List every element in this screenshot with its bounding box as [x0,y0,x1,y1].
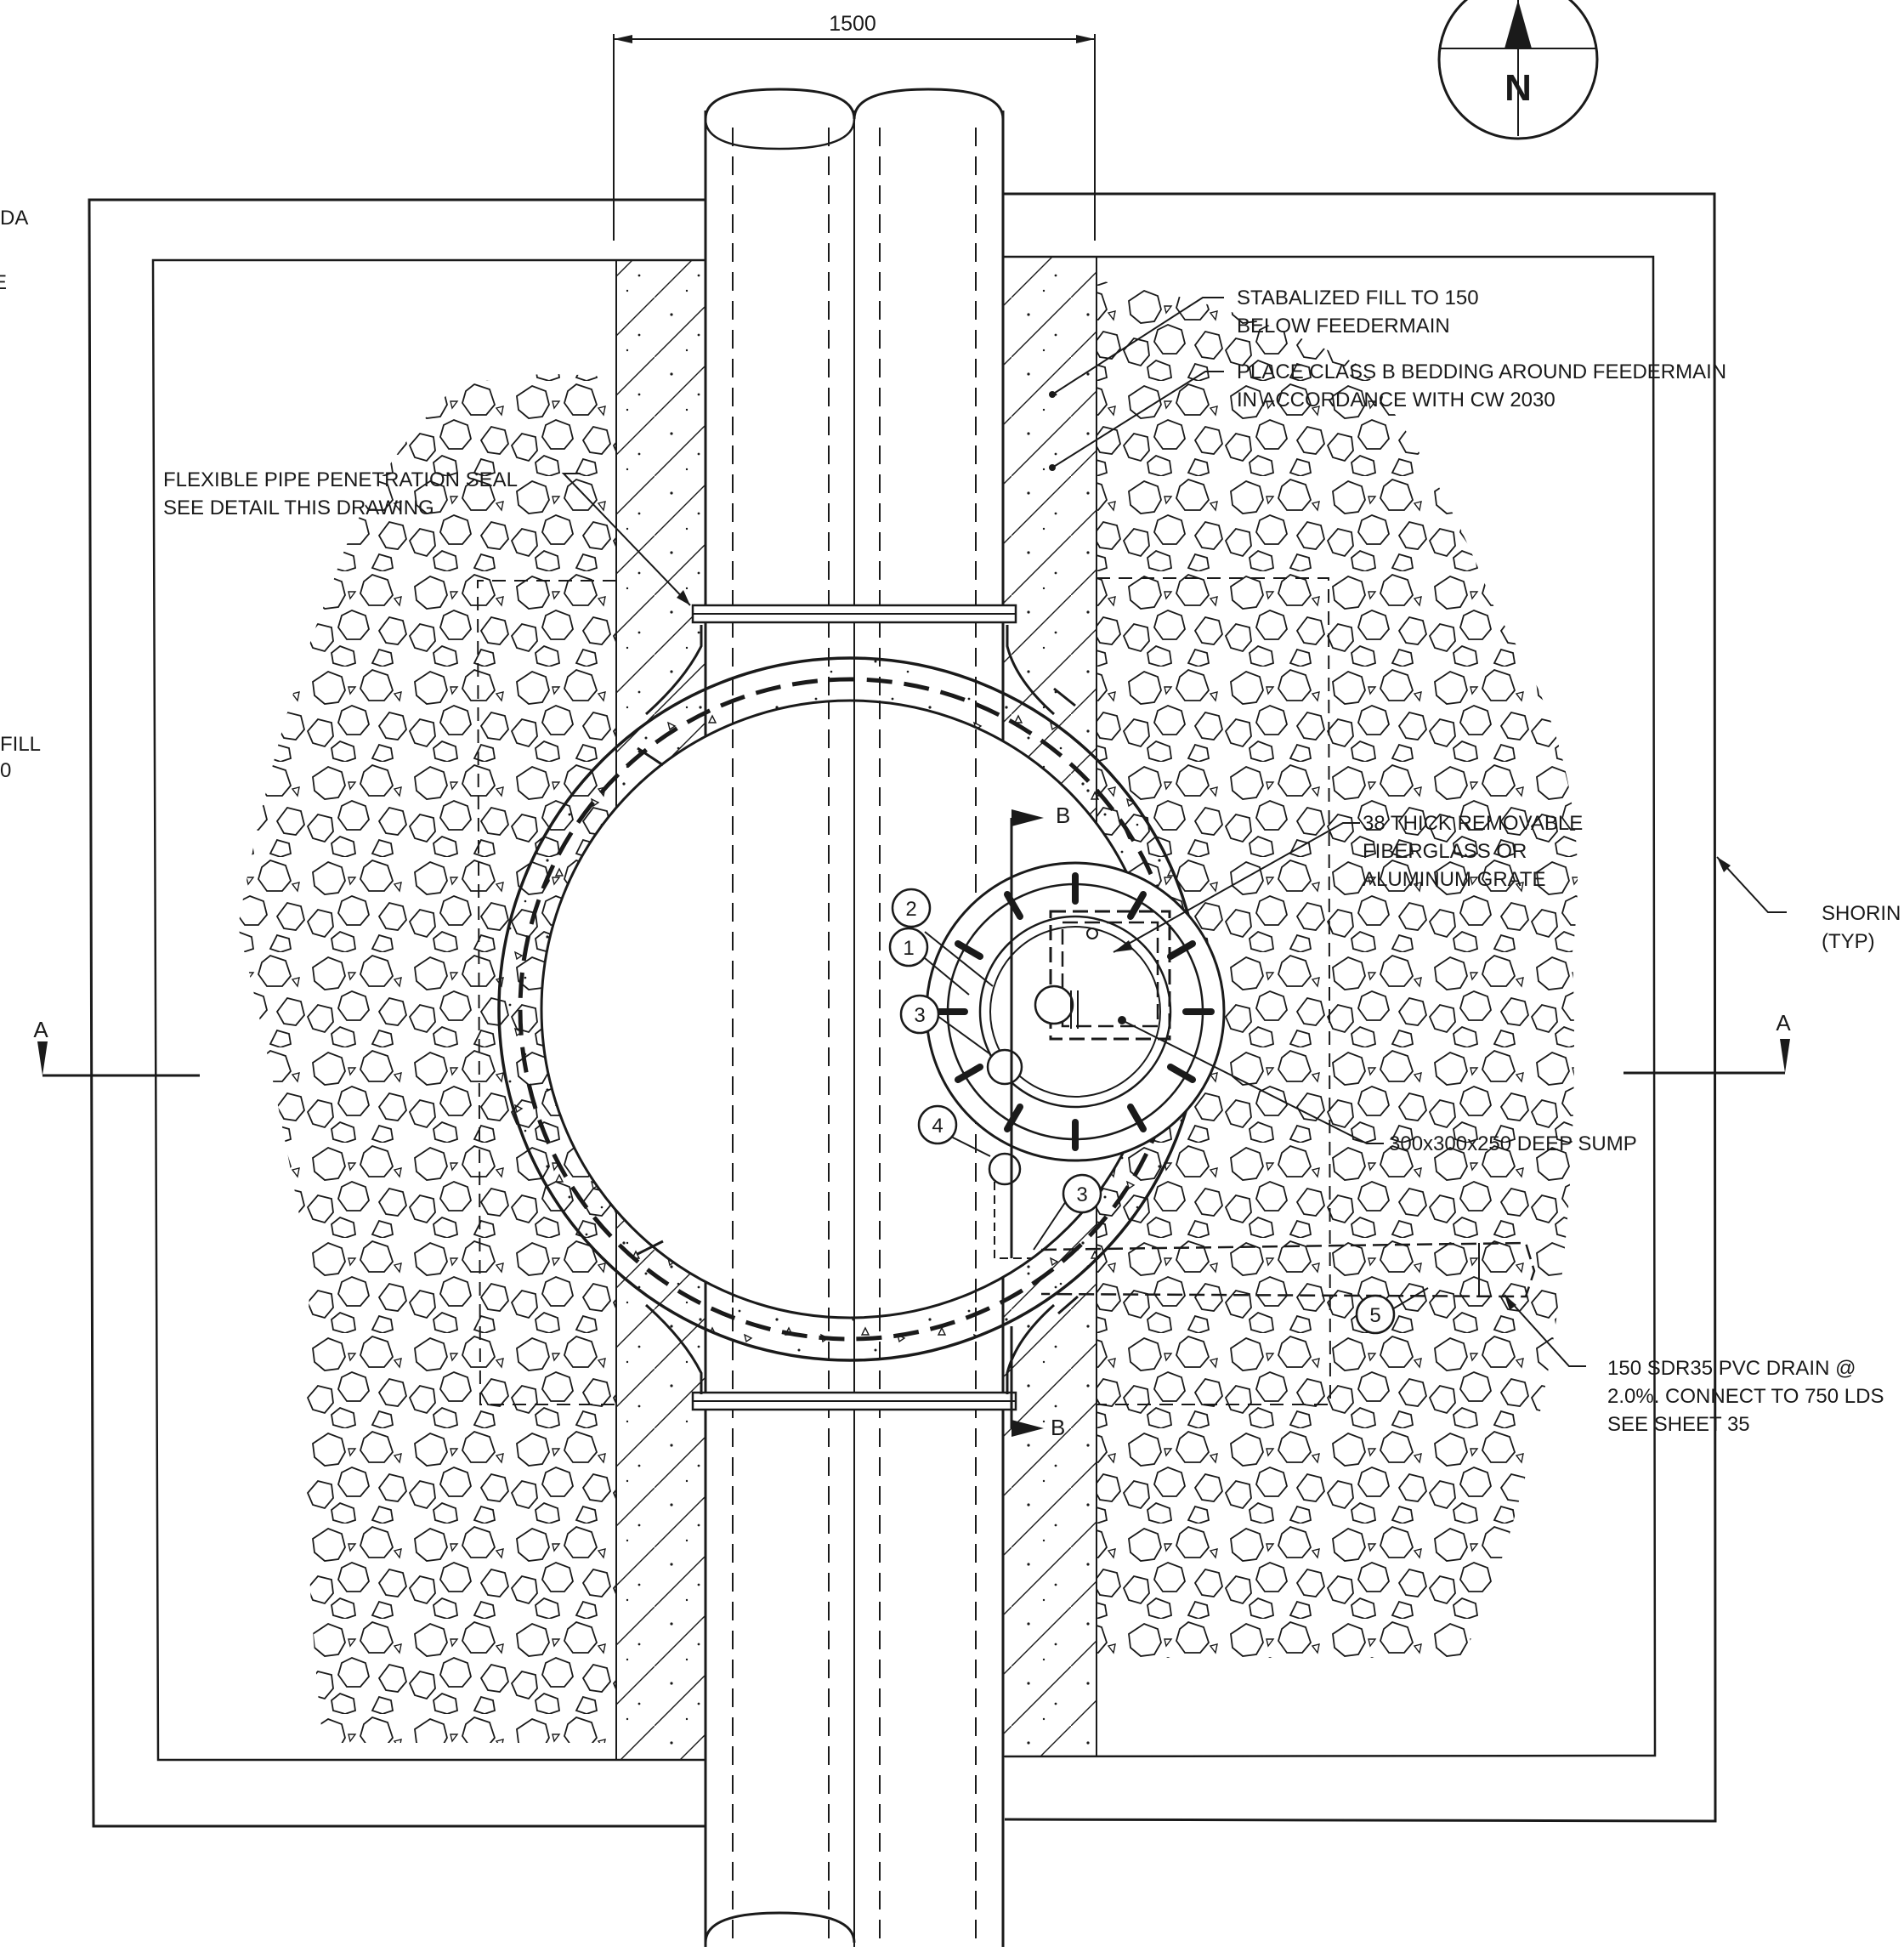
shoring-line-2: (TYP) [1822,930,1875,953]
seal-line-2: SEE DETAIL THIS DRAWING [163,497,434,519]
bubble-1: 1 [888,927,929,967]
stabilized-fill-line-2: BELOW FEEDERMAIN [1237,315,1450,338]
bubble-4-label: 4 [932,1115,943,1138]
edge-fragment-2: E [0,271,7,294]
bubble-1-label: 1 [903,937,914,960]
stabilized-fill-line-1: STABALIZED FILL TO 150 [1237,287,1479,309]
bubble-2: 2 [891,888,932,928]
section-a-right-label: A [1776,1010,1791,1036]
drain-line-3: SEE SHEET 35 [1607,1413,1750,1436]
section-a-left-label: A [33,1017,48,1042]
bedding-line-1: PLACE CLASS B BEDDING AROUND FEEDERMAIN [1237,360,1726,383]
shoring-outline [88,192,1717,1828]
callout-grate: 38 THICK REMOVABLE FIBERGLASS OR ALUMINU… [1363,812,1583,891]
callout-shoring: SHORIN (TYP) [1822,902,1901,953]
penetration-seal [691,604,1017,1411]
detail-bubbles: 2 1 3 4 3 5 [888,888,1396,1335]
edge-fragments: DA E FILL 0 [0,207,41,782]
edge-fragment-4: 0 [0,759,11,782]
callout-flexible-seal: FLEXIBLE PIPE PENETRATION SEAL SEE DETAI… [163,468,518,519]
dashed-footprint [476,577,1332,1405]
bubble-3b-label: 3 [1076,1183,1087,1206]
callout-drain: 150 SDR35 PVC DRAIN @ 2.0%. CONNECT TO 7… [1607,1357,1884,1436]
leader-lines [561,297,1787,1367]
callout-sump: 300x300x250 DEEP SUMP [1389,1132,1637,1155]
seal-line-1: FLEXIBLE PIPE PENETRATION SEAL [163,468,518,491]
bubble-3a: 3 [899,994,940,1035]
edge-fragment-3: FILL [0,733,41,756]
sump-grate [925,861,1226,1259]
bubble-4: 4 [917,1104,958,1145]
bubble-3b: 3 [1062,1173,1102,1214]
section-marker-a [37,1039,1790,1077]
section-marker-b [1010,809,1044,1437]
grate-line-2: FIBERGLASS OR [1363,840,1527,863]
north-arrow-icon [1437,0,1599,140]
bedding-line-2: IN ACCORDANCE WITH CW 2030 [1237,389,1556,411]
callout-stabilized-fill: STABALIZED FILL TO 150 BELOW FEEDERMAIN [1237,287,1479,338]
shoring-line-1: SHORIN [1822,902,1901,925]
bubble-5-label: 5 [1369,1304,1380,1327]
dimension-line [613,34,1096,241]
section-b-bottom-label: B [1051,1415,1065,1440]
pvc-drain [1040,1241,1536,1298]
bubble-3a-label: 3 [914,1004,925,1027]
stabilized-fill-rock [238,281,1578,1743]
edge-fragment-1: DA [0,207,28,230]
north-label: N [1504,67,1532,109]
grate-line-1: 38 THICK REMOVABLE [1363,812,1583,835]
sump-line-1: 300x300x250 DEEP SUMP [1389,1132,1637,1155]
callout-class-b-bedding: PLACE CLASS B BEDDING AROUND FEEDERMAIN … [1237,360,1726,411]
section-b-top-label: B [1056,803,1070,828]
bubble-5: 5 [1355,1294,1396,1335]
grate-line-3: ALUMINUM GRATE [1363,868,1546,891]
bubble-2-label: 2 [905,898,916,921]
drain-line-2: 2.0%. CONNECT TO 750 LDS [1607,1385,1884,1408]
drain-line-1: 150 SDR35 PVC DRAIN @ [1607,1357,1856,1380]
dimension-value: 1500 [829,12,876,36]
